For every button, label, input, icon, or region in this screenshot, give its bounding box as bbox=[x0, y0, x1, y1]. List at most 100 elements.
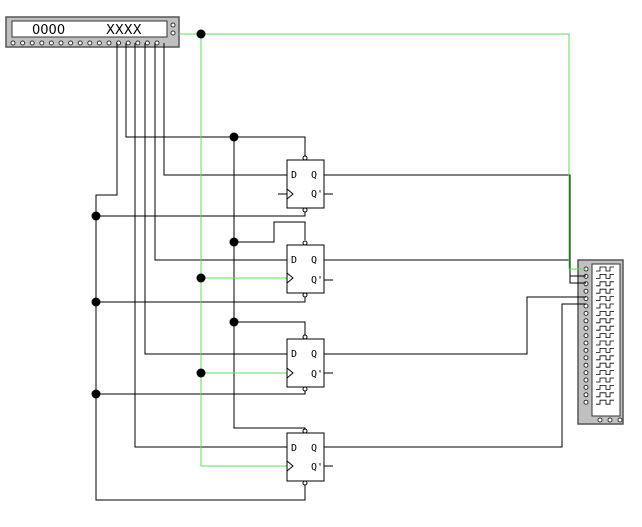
word-generator-display bbox=[11, 20, 168, 38]
wire-preset-ff3 bbox=[234, 321, 306, 336]
pin-terminal[interactable] bbox=[583, 392, 589, 398]
junction-dot bbox=[91, 389, 101, 399]
waveform-icon bbox=[596, 273, 614, 279]
d-flip-flop-1[interactable]: D Q Q' bbox=[278, 155, 325, 213]
pin-terminal[interactable] bbox=[583, 362, 589, 368]
ready-terminal[interactable] bbox=[170, 30, 176, 36]
ff-qbar-label: Q' bbox=[311, 369, 323, 380]
wire-q1-la bbox=[324, 174, 586, 277]
waveform-icon bbox=[596, 303, 614, 309]
preset-bubble-icon bbox=[302, 240, 308, 246]
waveform-icon bbox=[596, 362, 614, 368]
wire-bit4-ff1-d bbox=[163, 43, 287, 176]
pin-terminal[interactable] bbox=[68, 40, 74, 46]
wire-preset-ff2 bbox=[234, 221, 306, 243]
pin-terminal[interactable] bbox=[617, 417, 623, 423]
trigger-terminal[interactable] bbox=[170, 22, 176, 28]
pin-terminal[interactable] bbox=[583, 347, 589, 353]
pin-terminal[interactable] bbox=[154, 40, 160, 46]
ff-q-label: Q bbox=[311, 255, 317, 266]
pin-terminal[interactable] bbox=[583, 303, 589, 309]
pin-terminal[interactable] bbox=[20, 40, 26, 46]
word-generator-pins bbox=[10, 40, 160, 46]
pin-terminal[interactable] bbox=[597, 417, 603, 423]
waveform-icon bbox=[596, 318, 614, 324]
waveform-icon bbox=[596, 347, 614, 353]
pin-terminal[interactable] bbox=[583, 340, 589, 346]
d-flip-flop-3[interactable]: D Q Q' bbox=[286, 334, 325, 392]
junctions bbox=[91, 29, 239, 399]
pin-terminal[interactable] bbox=[583, 310, 589, 316]
waveform-icon bbox=[596, 296, 614, 302]
d-flip-flop-2[interactable]: D Q Q' bbox=[286, 240, 325, 298]
wire-q3-la bbox=[324, 296, 586, 355]
waveform-icon bbox=[596, 399, 614, 405]
d-flip-flop-4[interactable]: D Q Q' bbox=[286, 428, 325, 486]
pin-terminal[interactable] bbox=[583, 384, 589, 390]
wire-q4-la bbox=[324, 303, 586, 448]
pin-terminal[interactable] bbox=[125, 40, 131, 46]
pin-terminal[interactable] bbox=[583, 333, 589, 339]
pin-terminal[interactable] bbox=[48, 40, 54, 46]
wire-q2-la bbox=[324, 259, 586, 284]
waveform-icon bbox=[596, 266, 614, 272]
ff-qbar-label: Q' bbox=[311, 275, 323, 286]
junction-dot bbox=[229, 317, 239, 327]
ff-d-label: D bbox=[291, 255, 297, 266]
pin-terminal[interactable] bbox=[87, 40, 93, 46]
ff-d-label: D bbox=[291, 170, 297, 181]
wire-bit1-ff4 bbox=[134, 43, 305, 448]
waveform-icon bbox=[596, 392, 614, 398]
word-generator[interactable]: 0000 XXXX bbox=[5, 16, 180, 48]
wire-bit2-ff3 bbox=[144, 43, 287, 355]
clock-triangle-icon bbox=[286, 367, 294, 379]
junction-dot bbox=[91, 297, 101, 307]
pin-terminal[interactable] bbox=[583, 355, 589, 361]
pin-terminal[interactable] bbox=[144, 40, 150, 46]
waveform-icon bbox=[596, 333, 614, 339]
pin-terminal[interactable] bbox=[583, 325, 589, 331]
waveform-icon bbox=[596, 325, 614, 331]
waveform-icon bbox=[596, 340, 614, 346]
junction-dot bbox=[196, 29, 206, 39]
waveform-icon bbox=[596, 384, 614, 390]
pin-terminal[interactable] bbox=[583, 288, 589, 294]
data-display: XXXX bbox=[106, 23, 142, 38]
pin-terminal[interactable] bbox=[106, 40, 112, 46]
preset-bubble-icon bbox=[302, 155, 308, 161]
pin-terminal[interactable] bbox=[583, 377, 589, 383]
waveform-icon bbox=[596, 370, 614, 376]
waveform-icon bbox=[596, 310, 614, 316]
pin-terminal[interactable] bbox=[583, 399, 589, 405]
ff-d-label: D bbox=[291, 349, 297, 360]
pin-terminal[interactable] bbox=[583, 318, 589, 324]
wire-bit3-ff2 bbox=[154, 43, 287, 261]
pin-terminal[interactable] bbox=[39, 40, 45, 46]
clock-triangle-icon bbox=[286, 188, 294, 200]
clear-bubble-icon bbox=[302, 207, 308, 213]
pin-terminal[interactable] bbox=[96, 40, 102, 46]
clear-bubble-icon bbox=[302, 386, 308, 392]
pin-terminal[interactable] bbox=[77, 40, 83, 46]
waveform-icon bbox=[596, 355, 614, 361]
waveform-icon bbox=[596, 288, 614, 294]
pin-terminal[interactable] bbox=[10, 40, 16, 46]
pin-terminal[interactable] bbox=[607, 417, 613, 423]
wires bbox=[95, 43, 586, 501]
junction-dot bbox=[196, 273, 206, 283]
ff-q-label: Q bbox=[311, 170, 317, 181]
junction-dot bbox=[196, 368, 206, 378]
clock-wires bbox=[179, 33, 586, 467]
waveform-icon bbox=[596, 281, 614, 287]
clear-bubble-icon bbox=[302, 292, 308, 298]
pin-terminal[interactable] bbox=[583, 281, 589, 287]
pin-terminal[interactable] bbox=[135, 40, 141, 46]
pin-terminal[interactable] bbox=[583, 370, 589, 376]
wire-bit0-ff1-preset bbox=[125, 43, 306, 160]
pin-terminal[interactable] bbox=[29, 40, 35, 46]
logic-analyzer[interactable] bbox=[577, 259, 624, 425]
pin-terminal[interactable] bbox=[58, 40, 64, 46]
ff-q-label: Q bbox=[311, 443, 317, 454]
junction-dot bbox=[229, 132, 239, 142]
